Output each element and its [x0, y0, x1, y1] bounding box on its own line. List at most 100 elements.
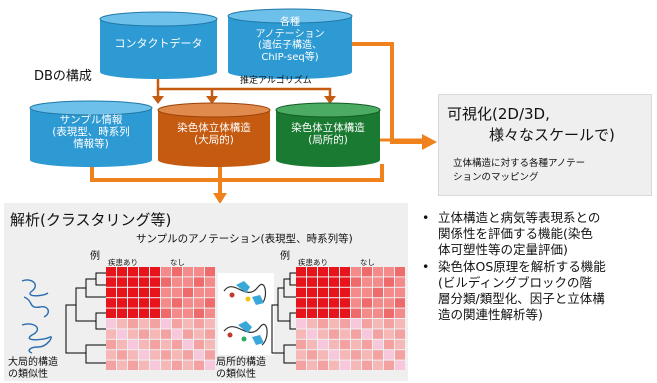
heatmap-cell — [296, 287, 306, 298]
heatmap-cell — [362, 267, 372, 277]
heatmap-cell — [117, 319, 127, 329]
heatmap-cell — [139, 329, 149, 339]
heatmap-cell — [384, 360, 394, 370]
dendrogram-left — [65, 272, 106, 364]
heatmap-cell — [318, 277, 328, 287]
heatmap-cell — [384, 267, 394, 277]
sample-info-cylinder — [29, 100, 153, 167]
heatmap-cell — [150, 308, 160, 318]
sample-info-label: サンプル情報 (表現型、時系列 情報等) — [30, 114, 152, 150]
heatmap-cell — [318, 360, 328, 370]
heatmap-cell — [329, 308, 339, 318]
heatmap-cell — [194, 339, 204, 350]
heatmap-cell — [150, 298, 160, 308]
heatmap-cell — [362, 329, 372, 339]
heatmap-cell — [139, 319, 149, 329]
heatmap-cell — [340, 360, 350, 370]
heatmap-cell — [183, 298, 193, 308]
heatmap-cell — [117, 308, 127, 318]
contact-data-label: コンタクトデータ — [114, 37, 203, 50]
heatmap-cell — [351, 350, 361, 360]
heatmap-cell — [362, 308, 372, 318]
heatmap-cell — [373, 329, 383, 339]
heatmap-cell — [329, 360, 339, 370]
heatmap-cell — [106, 350, 116, 360]
global-structure-cylinder — [157, 102, 271, 167]
heatmap-cell — [373, 319, 383, 329]
heatmap-cell — [172, 277, 182, 287]
heatmap-cell — [395, 308, 405, 318]
heatmap-cell — [106, 329, 116, 339]
heatmap-cell — [329, 287, 339, 298]
heatmap-cell — [106, 319, 116, 329]
heatmap-cell — [351, 360, 361, 370]
heatmap-cell — [340, 350, 350, 360]
heatmap-cell — [296, 360, 306, 370]
local-structure-label: 染色体立体構造 (局所的) — [276, 122, 380, 146]
algorithm-label: 推定アルゴリズム — [240, 76, 312, 86]
heatmap-cell — [362, 339, 372, 350]
bullet-2-line4: 造の関連性解析等) — [438, 307, 543, 322]
global-structure-thumbnail — [21, 279, 52, 354]
heatmap-cell — [150, 329, 160, 339]
heatmap-cell — [172, 319, 182, 329]
heatmap-cell — [351, 267, 361, 277]
bullet-2-line2: (ビルディングブロックの階 — [438, 275, 593, 290]
heatmap-cell — [172, 350, 182, 360]
local-structure-thumbnail — [218, 273, 274, 355]
visual-desc-line2: ションのマッピング — [453, 172, 539, 183]
disease-no-right: なし — [360, 258, 375, 267]
visual-title-line2: 様々なスケールで) — [489, 126, 615, 144]
heatmap-cell — [307, 308, 317, 318]
heatmap-cell — [128, 319, 138, 329]
global-line1: 染色体立体構造 — [177, 122, 251, 134]
heatmap-cell — [384, 339, 394, 350]
heatmap-cell — [395, 350, 405, 360]
heatmap-cell — [395, 329, 405, 339]
heatmap-cell — [183, 339, 193, 350]
heatmap-cell — [318, 339, 328, 350]
sample-line1: サンプル情報 — [59, 114, 123, 126]
feature-bullets: 立体構造と病気等表現系との 関係性を評価する機能(染色 体可塑性等の定量評価) … — [420, 210, 656, 324]
heatmap-cell — [373, 298, 383, 308]
heatmap-cell — [161, 339, 171, 350]
heatmap-cell — [340, 277, 350, 287]
heatmap-cell — [172, 298, 182, 308]
heatmap-cell — [340, 287, 350, 298]
heatmap-cell — [340, 339, 350, 350]
disease-yes-right: 疾患あり — [298, 258, 328, 267]
heatmap-cell — [205, 350, 215, 360]
heatmap-cell — [395, 298, 405, 308]
local-line2: (局所的) — [308, 134, 348, 147]
heatmap-cell — [307, 277, 317, 287]
heatmap-cell — [329, 267, 339, 277]
heatmap-cell — [117, 277, 127, 287]
heatmap-cell — [205, 360, 215, 370]
heatmap-cell — [340, 267, 350, 277]
heatmap-right — [296, 267, 405, 370]
heatmap-cell — [307, 339, 317, 350]
heatmap-cell — [117, 267, 127, 277]
annotation-line4: ChIP-seq等) — [261, 51, 319, 63]
heatmap-cell — [395, 339, 405, 350]
heatmap-cell — [384, 287, 394, 298]
heatmap-cell — [307, 287, 317, 298]
heatmap-cell — [161, 287, 171, 298]
bullet-1-line3: 体可塑性等の定量評価) — [438, 242, 568, 257]
heatmap-cell — [150, 287, 160, 298]
bullet-1-line2: 関係性を評価する機能(染色 — [438, 226, 593, 241]
annotation-label: 各種 アノテーション (遺伝子構造、 ChIP-seq等) — [228, 17, 352, 63]
heatmap-cell — [395, 287, 405, 298]
heatmap-cell — [161, 350, 171, 360]
heatmap-cell — [384, 329, 394, 339]
annotation-line1: 各種 — [280, 17, 300, 28]
heatmap-cell — [318, 298, 328, 308]
heatmap-cell — [351, 339, 361, 350]
heatmap-cell — [183, 287, 193, 298]
heatmap-cell — [205, 319, 215, 329]
heatmap-cell — [362, 277, 372, 287]
heatmap-cell — [183, 319, 193, 329]
heatmap-cell — [205, 298, 215, 308]
heatmap-cell — [194, 298, 204, 308]
heatmap-cell — [296, 329, 306, 339]
